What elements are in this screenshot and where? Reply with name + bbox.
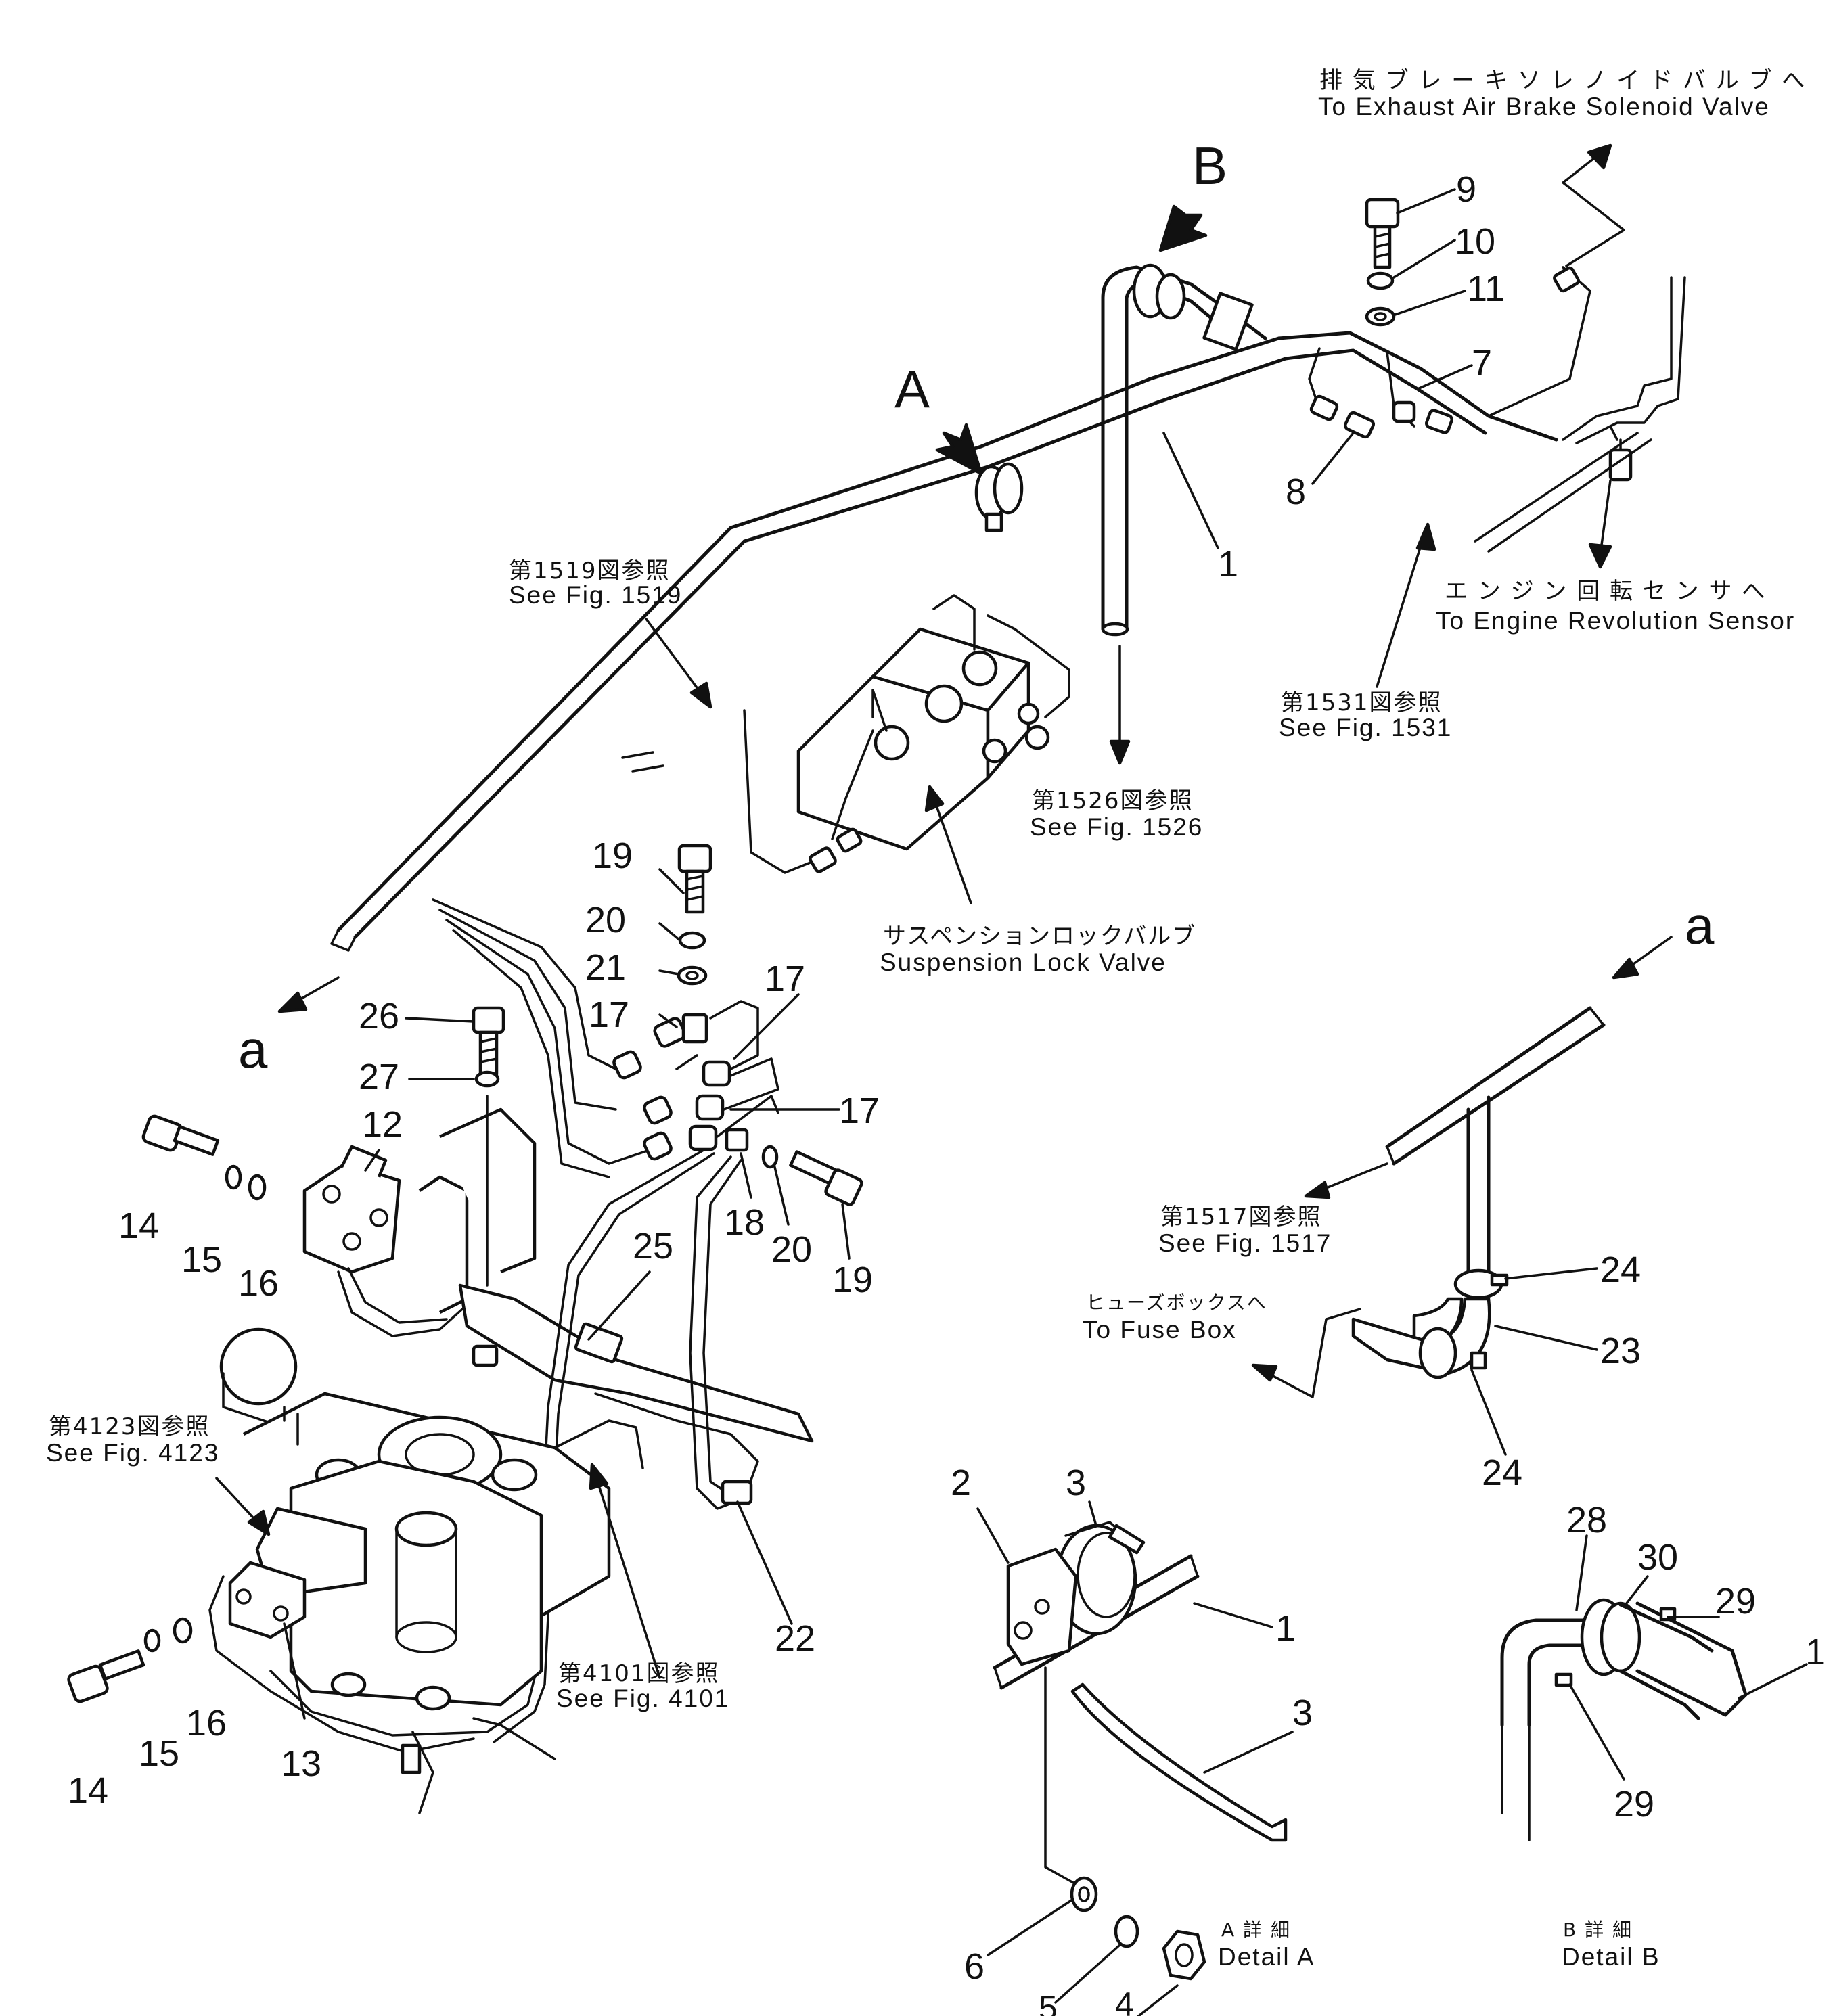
fig1531-label-jp: 第1531図参照: [1281, 689, 1443, 716]
letter-B: B: [1192, 136, 1227, 196]
leader-lines: [215, 143, 1625, 1720]
branch-to-lower-connectors: [432, 898, 673, 1178]
bolt-19-right-group: [725, 1128, 863, 1206]
part-number: 27: [359, 1057, 399, 1097]
engine-sensor-label-en: To Engine Revolution Sensor: [1436, 607, 1795, 635]
clamp-b-branch: [1101, 263, 1267, 637]
part-number: 5: [1039, 1989, 1058, 2016]
part-number: 10: [1455, 221, 1495, 262]
suspension-valve-label-jp: サスペンションロックバルブ: [883, 923, 1196, 950]
part-number: 15: [181, 1239, 222, 1280]
section-letters: B A a a: [238, 136, 1715, 1079]
part-number: 22: [775, 1618, 815, 1659]
bolt-14-lower-group: [67, 1617, 193, 1703]
part-number: 3: [1066, 1463, 1086, 1503]
clamp-a: [974, 462, 1024, 532]
part-number: 17: [839, 1091, 880, 1131]
fig1526-label-en: See Fig. 1526: [1030, 813, 1203, 841]
fig1519-label-jp: 第1519図参照: [509, 557, 671, 585]
detail-b-label-jp: B 詳 細: [1563, 1919, 1633, 1941]
part-number: 24: [1600, 1250, 1641, 1290]
detail-b: [1500, 1534, 1808, 1841]
part-number: 15: [139, 1733, 179, 1774]
part-number: 7: [1472, 343, 1492, 384]
bolt-19-top-group: [677, 844, 712, 986]
harness-22-25: [269, 1149, 759, 1743]
detail-a: [976, 1500, 1294, 2016]
part-number: 4: [1115, 1986, 1134, 2016]
part-number: 14: [68, 1770, 108, 1811]
part-number: 6: [964, 1946, 984, 1987]
connector-group-17: [653, 1000, 779, 1151]
part-number: 28: [1566, 1500, 1607, 1540]
part-number: 19: [592, 835, 633, 876]
part-number: 17: [765, 959, 805, 999]
part-number: 1: [1275, 1608, 1296, 1649]
fig1519-label-en: See Fig. 1519: [509, 581, 682, 609]
part-number: 16: [238, 1263, 279, 1304]
part-number: 16: [186, 1703, 227, 1743]
bolt-9-group: [1365, 198, 1400, 327]
part-number: 12: [362, 1104, 403, 1145]
part-number: 26: [359, 996, 399, 1036]
part-number: 29: [1715, 1581, 1756, 1622]
part-number: 13: [281, 1743, 321, 1784]
fuse-box-label-jp: ヒューズボックスへ: [1086, 1291, 1267, 1314]
letter-a-detail: a: [1685, 896, 1715, 955]
detail-b-label-en: Detail B: [1562, 1943, 1660, 1971]
fig1517-label-jp: 第1517図参照: [1160, 1204, 1322, 1231]
fig1517-label-en: See Fig. 1517: [1158, 1229, 1332, 1257]
part-number: 14: [118, 1206, 159, 1246]
exhaust-brake-label-en: To Exhaust Air Brake Solenoid Valve: [1318, 93, 1770, 120]
callout-labels: 排 気 ブ レ ー キ ソ レ ノ イ ド バ ル ブ へ To Exhaust…: [46, 67, 1806, 1971]
engine-block: [208, 1327, 644, 1814]
letter-A: A: [894, 359, 930, 419]
part-number: 30: [1637, 1537, 1678, 1578]
part-number: 19: [832, 1260, 873, 1300]
part-number: 29: [1614, 1784, 1654, 1825]
fig1531-label-en: See Fig. 1531: [1279, 714, 1452, 741]
exhaust-brake-label-jp: 排 気 ブ レ ー キ ソ レ ノ イ ド バ ル ブ へ: [1319, 67, 1806, 94]
letter-a-main: a: [238, 1020, 268, 1079]
fig4123-label-en: See Fig. 4123: [46, 1439, 219, 1467]
fuse-box-label-en: To Fuse Box: [1083, 1316, 1237, 1344]
suspension-valve-label-en: Suspension Lock Valve: [880, 948, 1166, 976]
detail-a-label-jp: A 詳 細: [1221, 1919, 1291, 1941]
part-number: 20: [771, 1229, 812, 1270]
part-number: 9: [1456, 169, 1476, 210]
part-number: 18: [724, 1202, 765, 1243]
part-number: 25: [633, 1226, 673, 1266]
connector-assembly-7-8: [1308, 266, 1686, 553]
bracket-12-assembly: [302, 1095, 814, 1443]
engine-sensor-label-jp: エ ン ジ ン 回 転 セ ン サ へ: [1445, 578, 1766, 605]
part-number: 21: [585, 947, 626, 988]
bolt-26-group: [472, 1006, 505, 1088]
fig4101-label-en: See Fig. 4101: [556, 1685, 729, 1712]
detail-a-fuse-branch: [1251, 936, 1673, 1456]
fig4101-label-jp: 第4101図参照: [558, 1660, 720, 1687]
part-number: 3: [1292, 1693, 1313, 1733]
part-number: 11: [1467, 269, 1505, 309]
part-number: 24: [1482, 1452, 1522, 1493]
detail-a-label-en: Detail A: [1218, 1943, 1315, 1971]
part-number: 23: [1600, 1331, 1641, 1371]
part-number: 1: [1218, 544, 1238, 585]
suspension-lock-valve: [743, 594, 1070, 874]
part-number: 8: [1286, 472, 1306, 512]
part-number: 17: [589, 994, 629, 1035]
part-number-labels: 9 10 11 7 8 1 19 20 21 17 17 17 26 27 12…: [68, 169, 1826, 2016]
bolt-14-upper-group: [141, 1114, 267, 1201]
fig4123-label-jp: 第4123図参照: [49, 1413, 210, 1440]
part-number: 1: [1805, 1632, 1826, 1672]
part-number: 2: [951, 1463, 971, 1503]
fig1526-label-jp: 第1526図参照: [1032, 787, 1194, 815]
main-harness: [330, 331, 1558, 952]
part-number: 20: [585, 900, 626, 940]
